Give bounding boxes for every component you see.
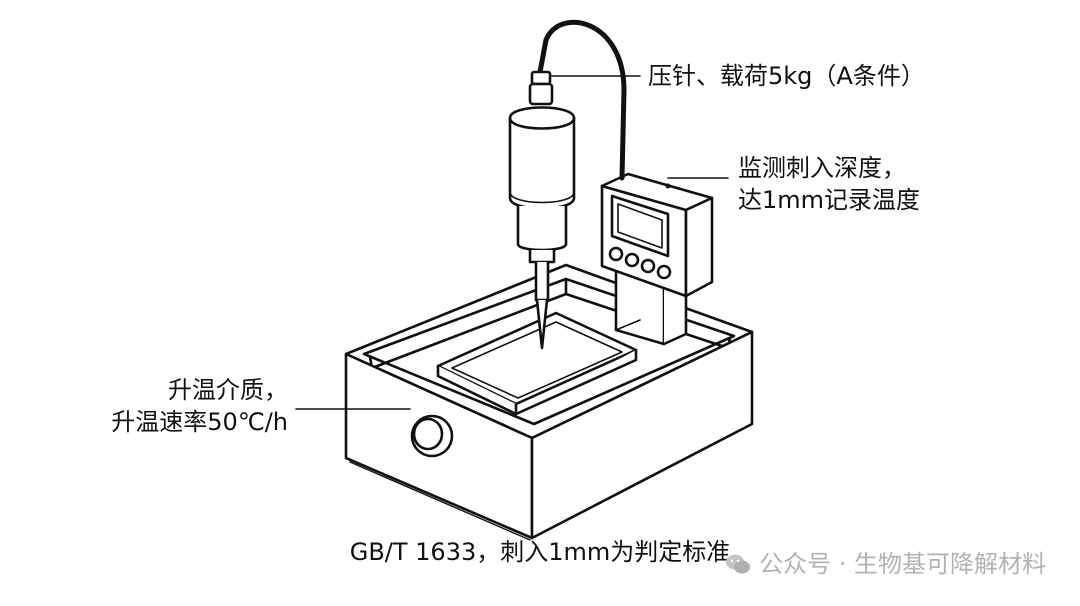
standard-caption: GB/T 1633，刺入1mm为判定标准: [349, 538, 731, 566]
heater-knob: [410, 414, 454, 458]
wechat-icon: [726, 554, 751, 574]
watermark: 公众号 · 生物基可降解材料: [725, 548, 1046, 580]
heating-bath: [344, 263, 754, 541]
depth-monitor-label-line1: 监测刺入深度，: [738, 154, 906, 182]
heating-medium-label-line2: 升温速率50℃/h: [111, 408, 288, 436]
heating-medium-label-line1: 升温介质，: [168, 376, 288, 404]
penetration-needle: [535, 298, 549, 350]
specimen-plate: [436, 311, 638, 416]
heating-medium-label: 升温介质， 升温速率50℃/h: [111, 374, 288, 438]
watermark-text: 公众号 · 生物基可降解材料: [759, 550, 1046, 578]
needle-load-label: 压针、载荷5kg（A条件）: [648, 62, 925, 90]
depth-gauge: [600, 172, 714, 298]
load-head: [508, 70, 576, 350]
depth-monitor-label-line2: 达1mm记录温度: [738, 186, 921, 214]
depth-monitor-label: 监测刺入深度， 达1mm记录温度: [738, 152, 920, 216]
